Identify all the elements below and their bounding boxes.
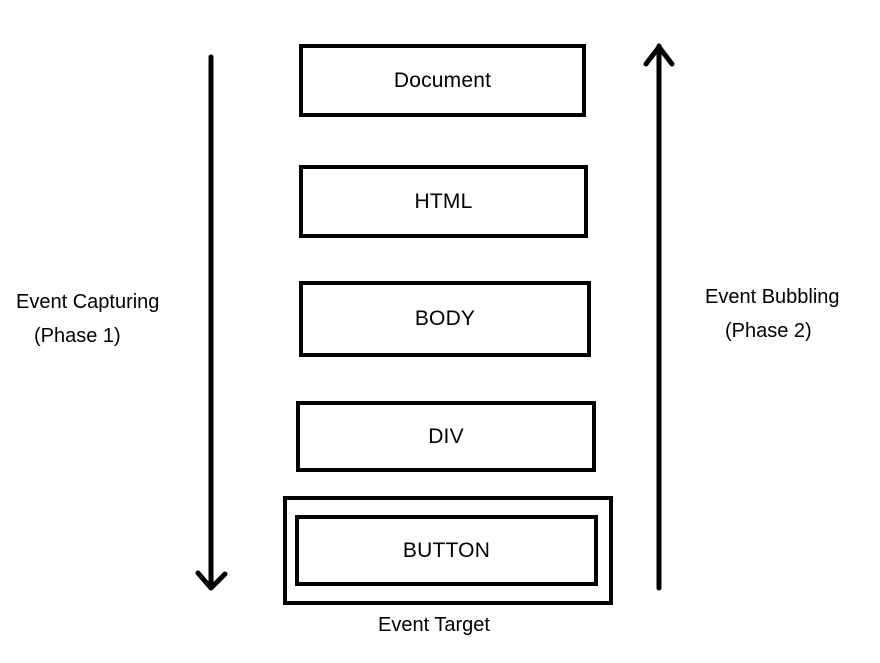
node-div: DIV bbox=[296, 401, 596, 472]
node-button-label: BUTTON bbox=[402, 538, 491, 562]
node-body: BODY bbox=[299, 281, 591, 357]
node-document: Document bbox=[299, 44, 586, 117]
capturing-label-phase: (Phase 1) bbox=[34, 325, 121, 347]
node-html: HTML bbox=[299, 165, 588, 238]
capturing-arrow-head bbox=[195, 570, 228, 591]
node-button: BUTTON bbox=[295, 515, 598, 586]
node-html-label: HTML bbox=[414, 189, 473, 213]
capturing-label-title: Event Capturing bbox=[16, 291, 160, 313]
bubbling-label: Event Bubbling (Phase 2) bbox=[705, 280, 840, 348]
capturing-label: Event Capturing (Phase 1) bbox=[16, 285, 159, 353]
bubbling-arrow-head bbox=[643, 44, 675, 67]
bubbling-label-phase: (Phase 2) bbox=[725, 320, 812, 342]
event-target-label: Event Target bbox=[378, 614, 490, 636]
bubbling-label-title: Event Bubbling bbox=[705, 286, 840, 308]
node-div-label: DIV bbox=[428, 424, 464, 448]
node-body-label: BODY bbox=[414, 307, 476, 330]
node-document-label: Document bbox=[393, 68, 492, 92]
